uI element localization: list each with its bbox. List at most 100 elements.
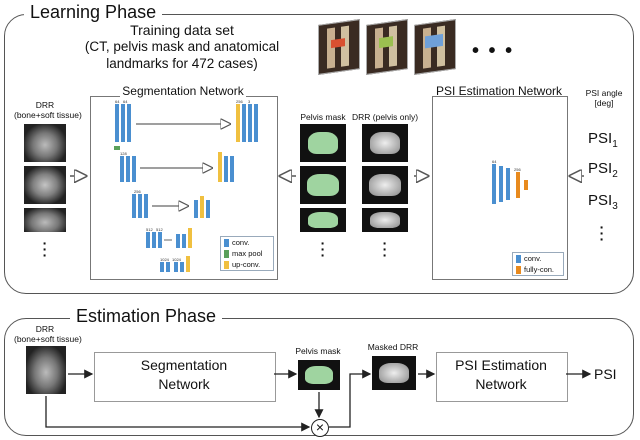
legend-up-row: up-conv. xyxy=(221,259,273,270)
training-set-desc-1: (CT, pelvis mask and anatomical xyxy=(84,39,280,54)
dim-f2: 3 xyxy=(248,99,251,104)
psi-3-text: PSI xyxy=(588,192,613,209)
pelvis-mask-label-estimation: Pelvis mask xyxy=(295,346,341,356)
psi-1-text: PSI xyxy=(588,130,613,147)
unet-conv-d1 xyxy=(146,232,150,248)
masked-drr-shape xyxy=(379,363,409,383)
unet-conv-c1 xyxy=(132,194,136,218)
psi-conv-1 xyxy=(492,164,496,204)
unet-up-c xyxy=(200,196,204,218)
psi-vertical-ellipsis: ··· xyxy=(599,219,605,247)
unet-conv-c3 xyxy=(144,194,148,218)
drr-est-line-2: (bone+soft tissue) xyxy=(14,334,82,344)
psi-box-line-2: Network xyxy=(475,376,527,392)
training-set-desc-2: landmarks for 472 cases) xyxy=(106,56,258,71)
legend-conv-text: conv. xyxy=(232,238,250,247)
unet-conv-d2 xyxy=(152,232,156,248)
psi-fc-1 xyxy=(516,172,520,198)
unet-up-a xyxy=(236,104,240,142)
pelvis-mask-vertical-ellipsis: ··· xyxy=(320,235,326,263)
psi-legend-conv-row: conv. xyxy=(513,253,563,264)
legend-pool-row: max pool xyxy=(221,248,273,259)
unet-up-d xyxy=(188,228,192,248)
legend-up-swatch xyxy=(224,260,229,269)
drr-est-line-1: DRR xyxy=(35,324,55,334)
drr-vertical-ellipsis: ··· xyxy=(42,235,48,263)
dim-c1: 256 xyxy=(134,189,141,194)
multiply-node xyxy=(311,419,329,437)
drr-image-2 xyxy=(24,166,66,204)
multiply-symbol: × xyxy=(315,419,325,435)
psi-1-label: PSI1 xyxy=(588,130,618,150)
line-drr-to-multiply xyxy=(45,396,311,432)
unet-conv-a5 xyxy=(248,104,252,142)
psi-1-subscript: 1 xyxy=(612,139,618,150)
psi-estimation-box-estimation xyxy=(436,352,568,402)
drr-image-1 xyxy=(24,124,66,162)
psi-2-subscript: 2 xyxy=(612,169,618,180)
pelvis-mask-shape-3 xyxy=(308,212,338,228)
unet-conv-b5 xyxy=(230,156,234,182)
ct-volume-ellipsis: • • • xyxy=(472,40,515,62)
unet-pool-a xyxy=(114,146,120,150)
unet-up-e xyxy=(186,256,190,272)
psi-2-label: PSI2 xyxy=(588,160,618,180)
psi-3-subscript: 3 xyxy=(612,201,618,212)
psi-box-line-1: PSI Estimation xyxy=(455,357,547,373)
line-multiply-to-masked xyxy=(329,369,372,428)
training-set-title: Training data set xyxy=(130,22,234,38)
drr-pelvis-image-3 xyxy=(362,208,408,232)
legend-up-text: up-conv. xyxy=(232,260,261,269)
unet-conv-b3 xyxy=(132,156,136,182)
dim-e1: 1024 xyxy=(160,257,169,262)
drr-pelvis-shape-1 xyxy=(370,132,400,154)
unet-conv-a2 xyxy=(121,104,125,142)
drr-pelvis-image-1 xyxy=(362,124,408,162)
drr-label-line-2: (bone+soft tissue) xyxy=(14,110,82,120)
drr-image-estimation xyxy=(26,346,66,394)
dim-a2: 64 xyxy=(123,99,128,104)
unet-conv-e1 xyxy=(160,262,164,272)
dim-b1: 128 xyxy=(120,151,127,156)
unet-conv-b1 xyxy=(120,156,124,182)
psi-legend-conv-text: conv. xyxy=(524,254,542,263)
unet-conv-e3 xyxy=(174,262,178,272)
unet-conv-c2 xyxy=(138,194,142,218)
unet-conv-b4 xyxy=(224,156,228,182)
pelvis-mask-shape-2 xyxy=(307,174,339,196)
pelvis-mask-image-estimation xyxy=(298,360,340,390)
psi-conv-2 xyxy=(499,166,503,202)
unet-conv-d4 xyxy=(176,234,180,248)
psi-fc-2 xyxy=(524,180,528,190)
unet-conv-d3 xyxy=(158,232,162,248)
dim-a1: 64 xyxy=(115,99,120,104)
unet-up-b xyxy=(218,152,222,182)
psi-3-label: PSI3 xyxy=(588,192,618,212)
pelvis-mask-shape-1 xyxy=(308,132,338,154)
segmentation-legend: conv. max pool up-conv. xyxy=(220,236,274,271)
psi-output-label: PSI xyxy=(594,366,617,382)
psi-angle-line-1: PSI angle xyxy=(585,88,623,98)
legend-conv-row: conv. xyxy=(221,237,273,248)
unet-conv-d5 xyxy=(182,234,186,248)
pelvis-mask-shape-estimation xyxy=(305,366,333,384)
psi-legend: conv. fully-con. xyxy=(512,252,564,276)
psi-estimation-network-title: PSI Estimation Network xyxy=(435,84,563,98)
drr-image-3 xyxy=(24,208,66,232)
estimation-phase-title: Estimation Phase xyxy=(70,306,223,327)
drr-pelvis-image-2 xyxy=(362,166,408,204)
segmentation-box-line-2: Network xyxy=(158,376,210,392)
psi-legend-conv-swatch xyxy=(516,254,521,263)
psi-legend-fc-row: fully-con. xyxy=(513,264,563,275)
drr-pelvis-shape-2 xyxy=(369,174,401,196)
psi-legend-fc-swatch xyxy=(516,265,521,274)
psi-2-text: PSI xyxy=(588,160,613,177)
drr-pelvis-vertical-ellipsis: ··· xyxy=(382,235,388,263)
pelvis-mask-label-learning: Pelvis mask xyxy=(300,112,346,122)
unet-conv-c4 xyxy=(194,200,198,218)
pelvis-mask-image-1 xyxy=(300,124,346,162)
unet-conv-a3 xyxy=(127,104,131,142)
unet-conv-e4 xyxy=(180,262,184,272)
drr-pelvis-shape-3 xyxy=(370,212,400,228)
